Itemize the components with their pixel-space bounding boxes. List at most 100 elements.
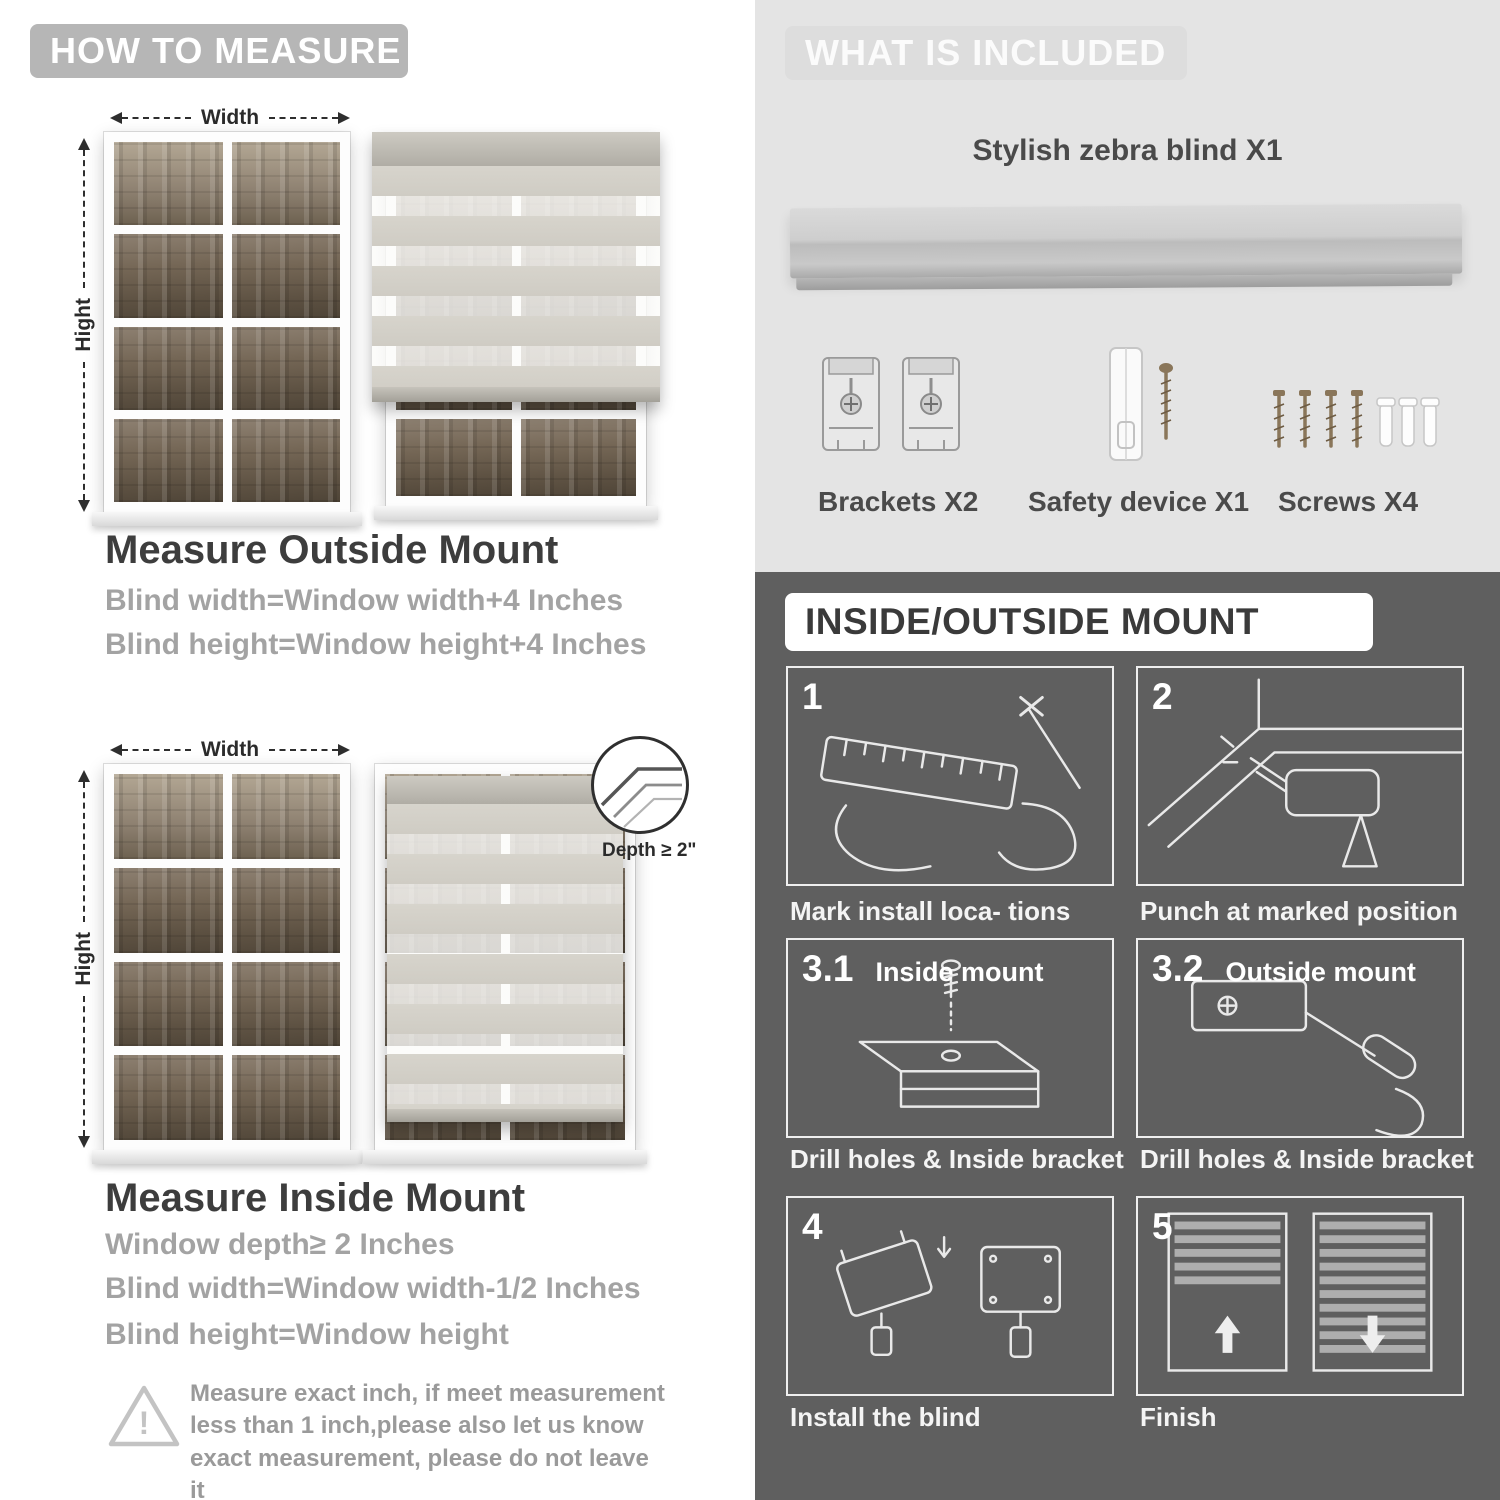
finish-illustration xyxy=(1167,1212,1433,1372)
zebra-blind-product-label: Stylish zebra blind X1 xyxy=(972,134,1283,167)
step-number: 4 xyxy=(802,1206,823,1247)
blind-stripes xyxy=(372,166,660,387)
blind-bottomrail xyxy=(372,387,660,402)
step-panel-1: 1 xyxy=(786,666,1114,886)
step-number: 5 xyxy=(1152,1206,1173,1247)
arrow-down-icon xyxy=(78,500,90,512)
arrow-up-icon xyxy=(1214,1315,1241,1353)
warning-exclamation: ! xyxy=(139,1405,150,1441)
arrow-up-icon xyxy=(78,770,90,782)
inside-mount-title: Measure Inside Mount xyxy=(105,1176,526,1220)
arrow-right-icon xyxy=(338,112,350,124)
window-pane xyxy=(114,961,223,1047)
step-panel-3-1: 3.1 Inside mount xyxy=(786,938,1114,1138)
zebra-blind-outside-mount xyxy=(372,132,660,402)
warning-triangle-icon: ! xyxy=(108,1385,180,1447)
window-pane xyxy=(114,867,223,953)
step-number: 2 xyxy=(1152,676,1173,717)
height-label: Hight xyxy=(72,932,95,986)
window-pane xyxy=(231,961,340,1047)
inside-mount-label: Inside mount xyxy=(875,957,1044,987)
punch-position-illustration xyxy=(1147,678,1462,868)
step-number: 3.1 xyxy=(802,948,854,989)
how-to-measure-title: HOW TO MEASURE xyxy=(50,30,402,71)
step-caption-1: Mark install loca- tions xyxy=(790,896,1071,926)
window-inside-plain xyxy=(92,764,362,1164)
window-sill xyxy=(374,506,658,520)
screws-icon xyxy=(1273,390,1440,448)
window-pane xyxy=(114,142,223,226)
safety-device-label: Safety device X1 xyxy=(1028,486,1250,517)
inside-outside-mount-header: INSIDE/OUTSIDE MOUNT xyxy=(785,593,1373,651)
outside-mount-line1: Blind width=Window width+4 Inches xyxy=(105,584,624,617)
outside-mount-label: Outside mount xyxy=(1225,957,1416,987)
arrow-left-icon xyxy=(110,112,122,124)
height-arrow-inside: Hight xyxy=(72,770,96,1148)
window-pane xyxy=(231,867,340,953)
blind-bottomrail xyxy=(387,1109,623,1122)
outside-mount-title: Measure Outside Mount xyxy=(105,528,559,572)
wall-anchors-icon xyxy=(1376,397,1440,447)
window-panes xyxy=(114,142,340,502)
height-label: Hight xyxy=(72,298,95,352)
install-blind-illustration xyxy=(836,1230,1061,1358)
step-caption-3-1: Drill holes & Inside bracket xyxy=(790,1144,1124,1174)
zebra-blind-product-image xyxy=(789,203,1463,279)
step-panel-3-2: 3.2 Outside mount xyxy=(1136,938,1464,1138)
warning-text: Measure exact inch, if meet measurement … xyxy=(190,1380,665,1500)
window-pane xyxy=(114,418,223,502)
depth-callout-label: Depth ≥ 2" xyxy=(602,840,697,861)
window-pane xyxy=(231,326,340,410)
window-pane xyxy=(231,234,340,318)
width-arrow-outside: Width xyxy=(110,106,350,130)
window-sill xyxy=(363,1150,647,1164)
blind-stripes xyxy=(387,804,623,1109)
bracket-icon xyxy=(902,357,960,451)
width-label: Width xyxy=(200,738,260,761)
step-number: 3.2 xyxy=(1152,948,1204,989)
step-caption-4: Install the blind xyxy=(790,1402,981,1432)
window-panes xyxy=(114,774,340,1140)
window-pane xyxy=(231,1055,340,1140)
arrow-up-icon xyxy=(78,138,90,150)
window-pane xyxy=(231,418,340,502)
outside-mount-line2: Blind height=Window height+4 Inches xyxy=(105,628,647,661)
inside-outside-mount-title: INSIDE/OUTSIDE MOUNT xyxy=(805,601,1260,642)
window-pane xyxy=(114,774,223,859)
height-arrow-outside: Hight xyxy=(72,138,96,512)
blind-headrail xyxy=(387,776,623,804)
step-panel-5: 5 xyxy=(1136,1196,1464,1396)
what-is-included-header: WHAT IS INCLUDED xyxy=(785,26,1187,80)
brackets-label: Brackets X2 xyxy=(818,486,979,517)
outside-bracket-illustration xyxy=(1190,979,1425,1136)
step-panel-4: 4 xyxy=(786,1196,1114,1396)
corner-zoom-icon xyxy=(600,767,682,828)
arrow-right-icon xyxy=(338,744,350,756)
screws-label: Screws X4 xyxy=(1278,486,1419,517)
step-caption-3-2: Drill holes & Inside bracket xyxy=(1140,1144,1474,1174)
arrow-down-icon xyxy=(78,1136,90,1148)
window-sill xyxy=(92,1150,362,1164)
step-panel-2: 2 xyxy=(1136,666,1464,886)
width-label: Width xyxy=(200,106,260,129)
window-pane xyxy=(114,1055,223,1140)
step-caption-5: Finish xyxy=(1140,1402,1217,1432)
window-pane xyxy=(396,418,512,496)
window-pane xyxy=(520,418,636,496)
safety-device-icon xyxy=(1109,347,1173,461)
width-arrow-inside: Width xyxy=(110,738,350,762)
step-number: 1 xyxy=(802,676,823,717)
arrow-left-icon xyxy=(110,744,122,756)
inside-mount-line2: Blind width=Window width-1/2 Inches xyxy=(105,1272,641,1305)
inside-mount-line1: Window depth≥ 2 Inches xyxy=(105,1228,455,1261)
inside-mount-line3: Blind height=Window height xyxy=(105,1318,509,1351)
how-to-measure-header: HOW TO MEASURE xyxy=(30,24,408,78)
mark-locations-illustration xyxy=(820,695,1081,872)
window-pane xyxy=(114,326,223,410)
window-outside-plain xyxy=(92,132,362,526)
window-pane xyxy=(114,234,223,318)
window-pane xyxy=(231,142,340,226)
depth-callout-circle xyxy=(591,736,689,834)
step-caption-2: Punch at marked position xyxy=(1140,896,1458,926)
